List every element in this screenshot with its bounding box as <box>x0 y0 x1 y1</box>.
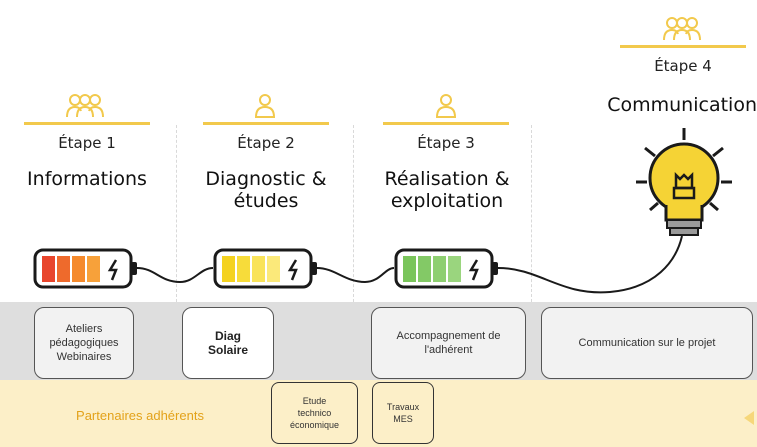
card-diag-line2: Solaire <box>207 343 249 357</box>
card-diag-line1: Diag <box>214 329 241 343</box>
step1-underline <box>24 122 150 125</box>
card-etude-line1: Etude <box>302 396 327 406</box>
card-diag-solaire: Diag Solaire <box>182 307 274 379</box>
step1-label: Étape 1 <box>58 134 116 152</box>
lightbulb-icon <box>636 128 732 236</box>
card-etude-line3: économique <box>289 420 340 430</box>
battery-icon-1 <box>33 248 137 289</box>
step2-title-line1: Diagnostic & <box>205 168 327 190</box>
cable-3 <box>497 235 683 294</box>
step1-group-icon <box>63 93 107 123</box>
step2-underline <box>203 122 329 125</box>
step2-label: Étape 2 <box>237 134 295 152</box>
card-communication: Communication sur le projet <box>541 307 753 379</box>
step3-title-line1: Réalisation & <box>384 168 510 190</box>
card-travaux-mes: Travaux MES <box>372 382 434 444</box>
card-accompagnement-line2: l'adhérent <box>424 344 473 356</box>
divider-3 <box>531 125 532 302</box>
card-ateliers-line2: pédagogiques <box>49 337 119 349</box>
step1-title: Informations <box>27 168 147 190</box>
card-travaux-line2: MES <box>393 414 413 424</box>
cable-1 <box>136 267 214 284</box>
step2-title-line2: études <box>233 190 299 212</box>
cable-2 <box>316 267 395 284</box>
battery-icon-3 <box>394 248 498 289</box>
card-accompagnement-line1: Accompagnement de <box>396 330 501 342</box>
step3-person-icon <box>433 93 459 123</box>
card-communication-text: Communication sur le projet <box>578 337 716 349</box>
step3-label: Étape 3 <box>417 134 475 152</box>
card-etude-technico: Etude technico économique <box>271 382 358 444</box>
card-ateliers: Ateliers pédagogiques Webinaires <box>34 307 134 379</box>
step4-group-icon <box>660 16 704 46</box>
card-etude-line2: technico <box>297 408 332 418</box>
partners-label: Partenaires adhérents <box>76 408 204 423</box>
step4-underline <box>620 45 746 48</box>
step4-title: Communication <box>607 94 757 116</box>
divider-1 <box>176 125 177 302</box>
step3-title-line2: exploitation <box>390 190 504 212</box>
card-ateliers-line1: Ateliers <box>65 323 103 335</box>
card-accompagnement: Accompagnement de l'adhérent <box>371 307 526 379</box>
step3-underline <box>383 122 509 125</box>
card-travaux-line1: Travaux <box>386 402 420 412</box>
arrow-left-icon <box>744 411 754 425</box>
card-ateliers-line3: Webinaires <box>56 351 112 363</box>
divider-2 <box>353 125 354 302</box>
battery-icon-2 <box>213 248 317 289</box>
step4-label: Étape 4 <box>654 57 712 75</box>
step2-person-icon <box>252 93 278 123</box>
